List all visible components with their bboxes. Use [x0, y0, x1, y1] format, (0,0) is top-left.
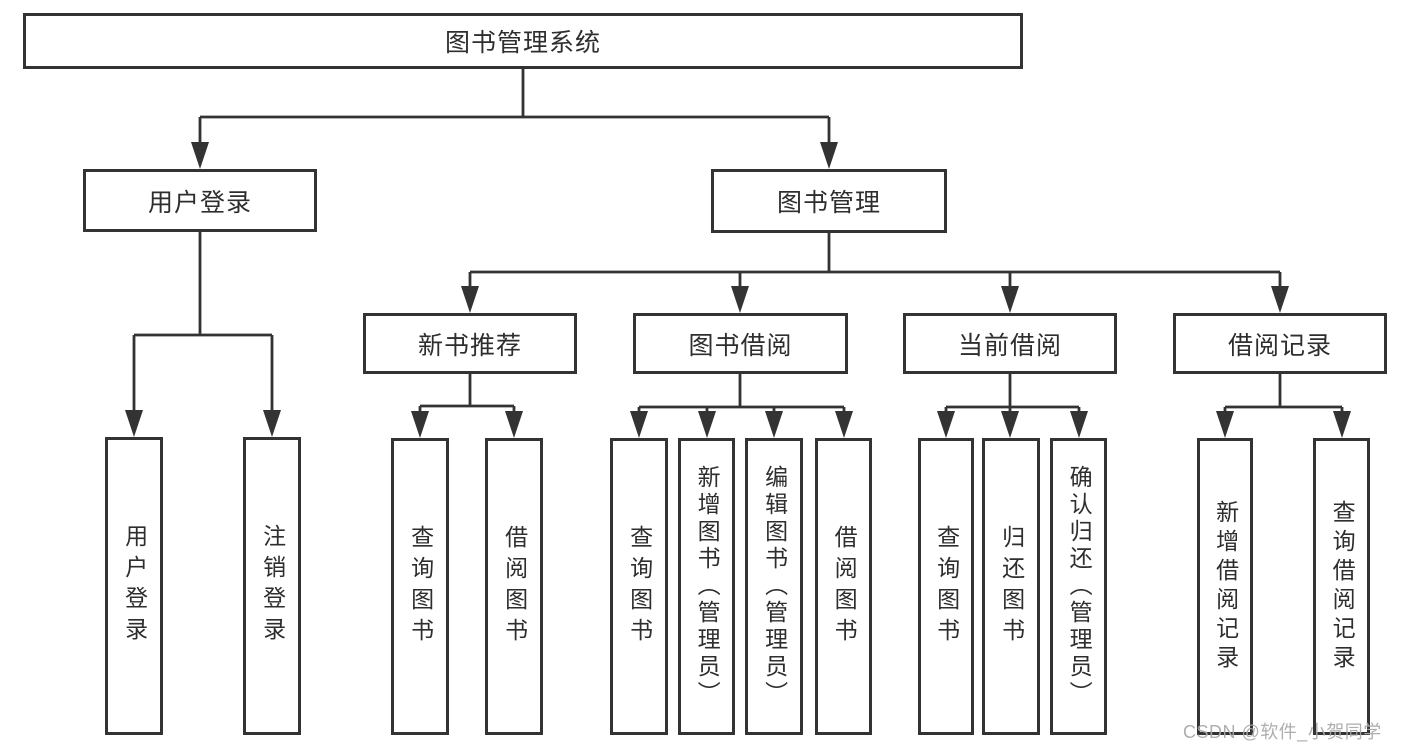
leaf-current-query-books: 查询图书	[918, 438, 974, 735]
leaf-borrow-edit-books-admin-label: 编辑图书（管理员）	[761, 465, 788, 708]
leaf-newbooks-query-books-label: 查询图书	[407, 524, 434, 649]
leaf-logout-label: 注销登录	[259, 524, 286, 648]
leaf-current-query-books-label: 查询图书	[933, 524, 960, 649]
leaf-logout: 注销登录	[243, 437, 301, 735]
leaf-user-login: 用户登录	[105, 437, 163, 735]
arrowheads-book-borrow-children	[630, 411, 853, 438]
node-book-borrow: 图书借阅	[633, 313, 848, 374]
node-borrow-records-label: 借阅记录	[1227, 331, 1332, 360]
connector-new-books-children	[418, 374, 516, 414]
leaf-borrow-add-books-admin-label: 新增图书（管理员）	[694, 465, 721, 708]
node-user-login-label: 用户登录	[147, 188, 252, 217]
leaf-borrow-borrow-books-label: 借阅图书	[831, 524, 858, 649]
node-root-label: 图书管理系统	[444, 29, 601, 57]
connector-book-mgmt-to-level3	[468, 233, 1282, 290]
leaf-records-query-record-label: 查询借阅记录	[1329, 499, 1356, 674]
leaf-current-confirm-return-admin: 确认归还（管理员）	[1050, 438, 1107, 735]
connector-current-borrow-children	[944, 374, 1081, 414]
leaf-borrow-edit-books-admin: 编辑图书（管理员）	[745, 438, 803, 735]
leaf-borrow-query-books-label: 查询图书	[626, 524, 653, 649]
node-user-login: 用户登录	[83, 169, 317, 232]
arrowheads-borrow-records-children	[1216, 411, 1351, 438]
node-root: 图书管理系统	[23, 13, 1023, 69]
node-new-book-recommend-label: 新书推荐	[417, 331, 522, 360]
node-current-borrow: 当前借阅	[903, 313, 1117, 374]
leaf-newbooks-borrow-books-label: 借阅图书	[501, 524, 528, 649]
arrowheads-user-login-children	[125, 410, 281, 437]
arrowheads-current-borrow-children	[937, 411, 1088, 438]
leaf-borrow-add-books-admin: 新增图书（管理员）	[678, 438, 735, 735]
leaf-current-return-books-label: 归还图书	[998, 524, 1025, 649]
connector-book-borrow-children	[637, 374, 846, 414]
arrowheads-level3	[461, 286, 1289, 313]
leaf-newbooks-borrow-books: 借阅图书	[485, 438, 543, 735]
leaf-newbooks-query-books: 查询图书	[391, 438, 449, 735]
leaf-records-add-record-label: 新增借阅记录	[1212, 499, 1239, 674]
leaf-borrow-query-books: 查询图书	[610, 438, 668, 735]
leaf-current-confirm-return-admin-label: 确认归还（管理员）	[1066, 465, 1093, 708]
connector-user-login-children	[132, 232, 274, 414]
node-book-management-label: 图书管理	[776, 189, 881, 217]
leaf-records-add-record: 新增借阅记录	[1197, 438, 1253, 735]
leaf-current-return-books: 归还图书	[982, 438, 1040, 735]
connector-root-to-level2	[198, 69, 831, 146]
leaf-records-query-record: 查询借阅记录	[1313, 438, 1370, 735]
node-new-book-recommend: 新书推荐	[363, 313, 577, 374]
node-current-borrow-label: 当前借阅	[957, 331, 1062, 360]
arrowheads-new-books-children	[411, 411, 523, 438]
node-book-borrow-label: 图书借阅	[688, 331, 793, 360]
watermark: CSDN @软件_小贺同学	[1183, 722, 1382, 742]
arrowheads-level2	[191, 142, 838, 169]
node-book-management: 图书管理	[711, 169, 947, 233]
leaf-borrow-borrow-books: 借阅图书	[815, 438, 872, 735]
connector-borrow-records-children	[1223, 374, 1344, 414]
node-borrow-records: 借阅记录	[1173, 313, 1387, 374]
leaf-user-login-label: 用户登录	[121, 524, 148, 648]
